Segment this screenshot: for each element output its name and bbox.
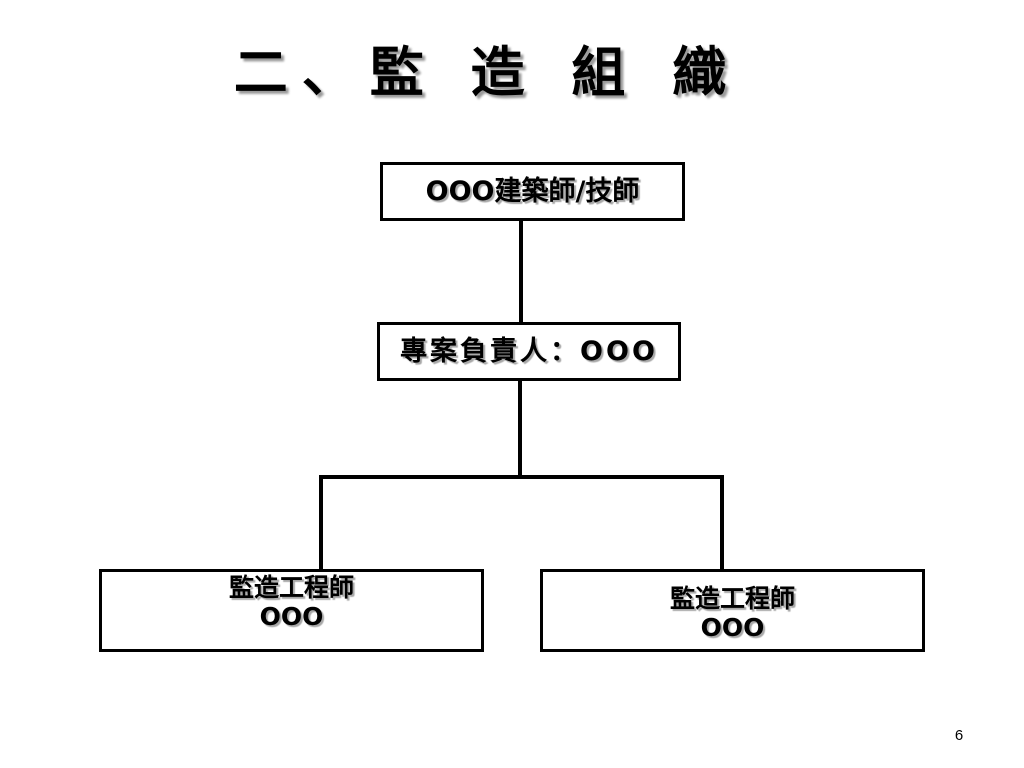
engineer-name: OOO bbox=[700, 612, 765, 642]
architect-box: OOO建築師/技師 bbox=[380, 162, 685, 221]
slide-title: 二、監 造 組 織 bbox=[233, 40, 741, 104]
engineer-role: 監造工程師 bbox=[228, 573, 354, 602]
page-number: 6 bbox=[954, 727, 964, 744]
project-manager-box: 專案負責人：OOO bbox=[377, 322, 681, 381]
project-manager-label: 專案負責人：OOO bbox=[400, 335, 658, 367]
engineer-name: OOO bbox=[259, 601, 324, 631]
architect-label: OOO建築師/技師 bbox=[425, 175, 640, 207]
engineer-box-right: 監造工程師 OOO bbox=[540, 569, 925, 652]
engineer-role: 監造工程師 bbox=[669, 583, 795, 613]
engineer-box-left: 監造工程師 OOO bbox=[99, 569, 484, 652]
